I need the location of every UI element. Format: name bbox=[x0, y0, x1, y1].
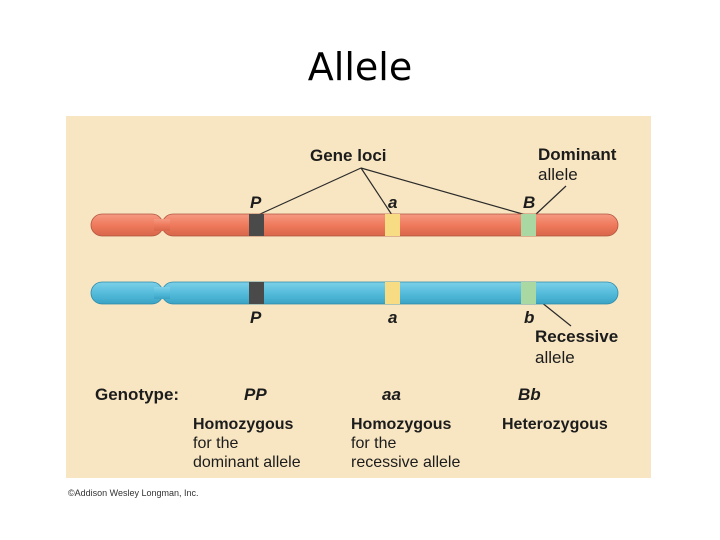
dominant-allele-label: allele bbox=[538, 165, 578, 184]
locus-b-band-bottom bbox=[521, 282, 536, 304]
recessive-allele-label: allele bbox=[535, 348, 575, 367]
top-allele-P: P bbox=[250, 193, 262, 212]
genotype-PP: PP bbox=[244, 385, 267, 404]
description-aa-line3: recessive allele bbox=[351, 454, 461, 471]
description-PP-line1: Homozygous bbox=[193, 416, 294, 433]
locus-a-band-bottom bbox=[385, 282, 400, 304]
genotype-aa: aa bbox=[382, 385, 401, 404]
gene-loci-label: Gene loci bbox=[310, 146, 387, 165]
locus-a-band-top bbox=[385, 214, 400, 236]
description-aa-line2: for the bbox=[351, 435, 397, 452]
dominant-label: Dominant bbox=[538, 145, 617, 164]
allele-diagram: Gene loci Dominant allele P a B P a b Re… bbox=[66, 116, 651, 478]
recessive-label: Recessive bbox=[535, 327, 619, 346]
slide-title: Allele bbox=[307, 45, 413, 89]
gene-loci-pointer-B bbox=[360, 167, 527, 216]
top-allele-B: B bbox=[523, 193, 536, 212]
locus-P-band-bottom bbox=[249, 282, 264, 304]
gene-loci-pointer-P bbox=[257, 167, 362, 216]
chromosome-diagram-svg bbox=[90, 167, 619, 327]
genotype-Bb: Bb bbox=[518, 385, 541, 404]
description-aa-line1: Homozygous bbox=[351, 416, 452, 433]
bottom-chromosome bbox=[90, 281, 619, 305]
dominant-allele-pointer bbox=[533, 185, 567, 217]
gene-loci-pointer-a bbox=[360, 167, 393, 216]
recessive-allele-pointer bbox=[540, 301, 572, 327]
bottom-allele-P: P bbox=[250, 308, 262, 327]
top-allele-a: a bbox=[388, 193, 398, 212]
locus-B-band-top bbox=[521, 214, 536, 236]
description-PP-line2: for the bbox=[193, 435, 239, 452]
locus-P-band-top bbox=[249, 214, 264, 236]
bottom-allele-b: b bbox=[524, 308, 535, 327]
description-Bb-line1: Heterozygous bbox=[502, 416, 608, 433]
genotype-label: Genotype: bbox=[95, 385, 180, 404]
copyright-credit: ©Addison Wesley Longman, Inc. bbox=[68, 488, 199, 498]
top-chromosome bbox=[90, 213, 619, 237]
description-PP-line3: dominant allele bbox=[193, 454, 301, 471]
bottom-allele-a: a bbox=[388, 308, 398, 327]
